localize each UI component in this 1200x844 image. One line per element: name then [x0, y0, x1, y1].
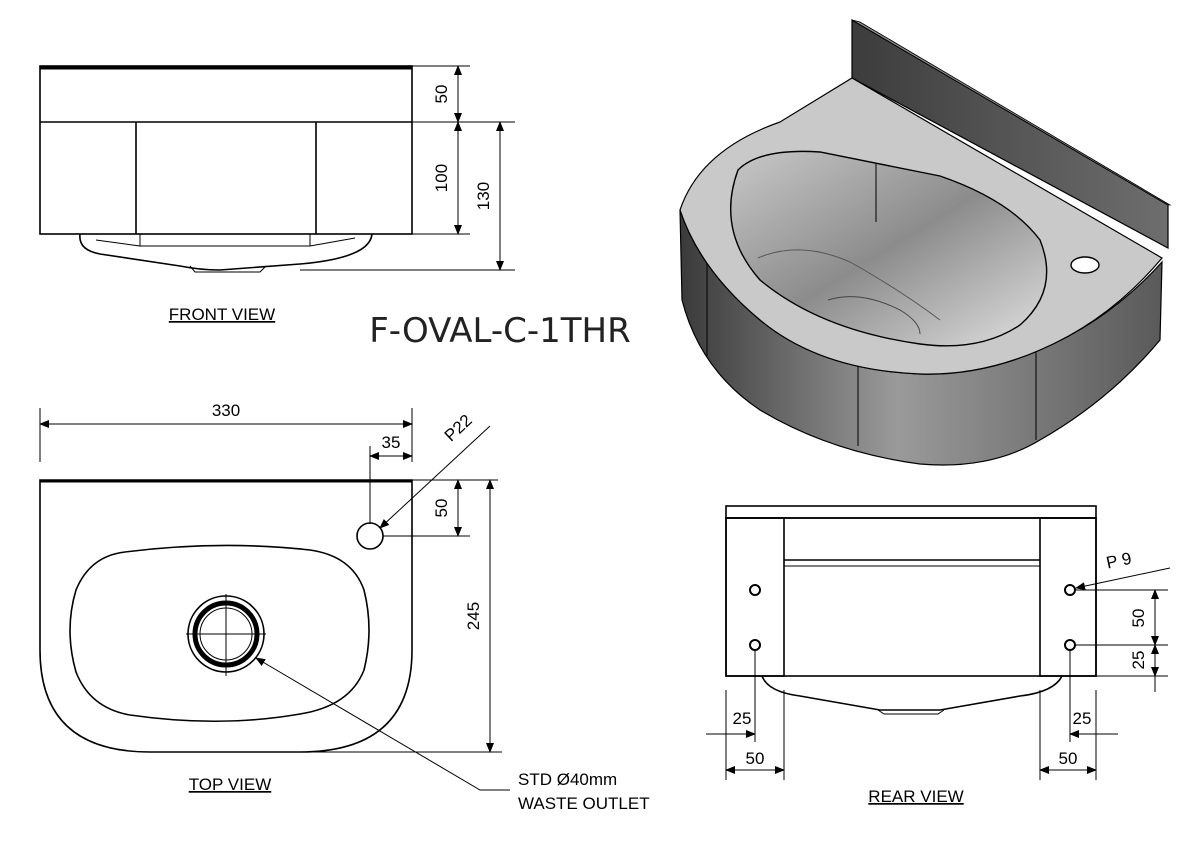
rear-dim-hole-bottom: 25	[1129, 651, 1148, 670]
front-dim-overall: 130	[474, 182, 493, 210]
top-bowl-outline	[69, 544, 370, 723]
front-dim-top-band: 50	[432, 85, 451, 104]
rear-view-label: REAR VIEW	[868, 787, 963, 806]
rear-hole-label: P 9	[1105, 549, 1134, 573]
front-view: 50 100 130 FRONT VIEW	[39, 65, 515, 324]
front-view-label: FRONT VIEW	[169, 305, 275, 324]
waste-note-line2: WASTE OUTLET	[518, 794, 650, 813]
top-dim-depth: 245	[464, 602, 483, 630]
rear-dim-right-outer: 50	[1059, 749, 1078, 768]
rear-bowl-underside	[761, 675, 1063, 711]
waste-note-line1: STD Ø40mm	[518, 770, 617, 789]
front-body-outline	[39, 65, 413, 235]
top-view: 330 35 50 245 P22 STD Ø40mm WASTE OUTLET…	[39, 401, 650, 813]
top-dim-width: 330	[212, 401, 240, 420]
front-bowl-underside	[79, 233, 373, 271]
rear-dim-hole-spacing: 50	[1129, 609, 1148, 628]
tap-hole	[356, 522, 384, 550]
top-dim-tap-offset: 35	[382, 433, 401, 452]
top-view-label: TOP VIEW	[189, 775, 272, 794]
tap-hole-label: P22	[441, 411, 476, 446]
rear-dim-right-inner: 25	[1073, 709, 1092, 728]
top-dim-tap-depth: 50	[432, 499, 451, 518]
front-dim-body: 100	[432, 164, 451, 192]
rear-view: 50 25 P 9 25 50 25 50 REAR VIEW	[706, 505, 1171, 806]
isometric-view	[679, 18, 1172, 466]
rear-dim-left-inner: 25	[733, 709, 752, 728]
model-title: F-OVAL-C-1THR	[369, 311, 631, 351]
iso-bowl	[729, 150, 1048, 347]
rear-dim-left-outer: 50	[746, 749, 765, 768]
